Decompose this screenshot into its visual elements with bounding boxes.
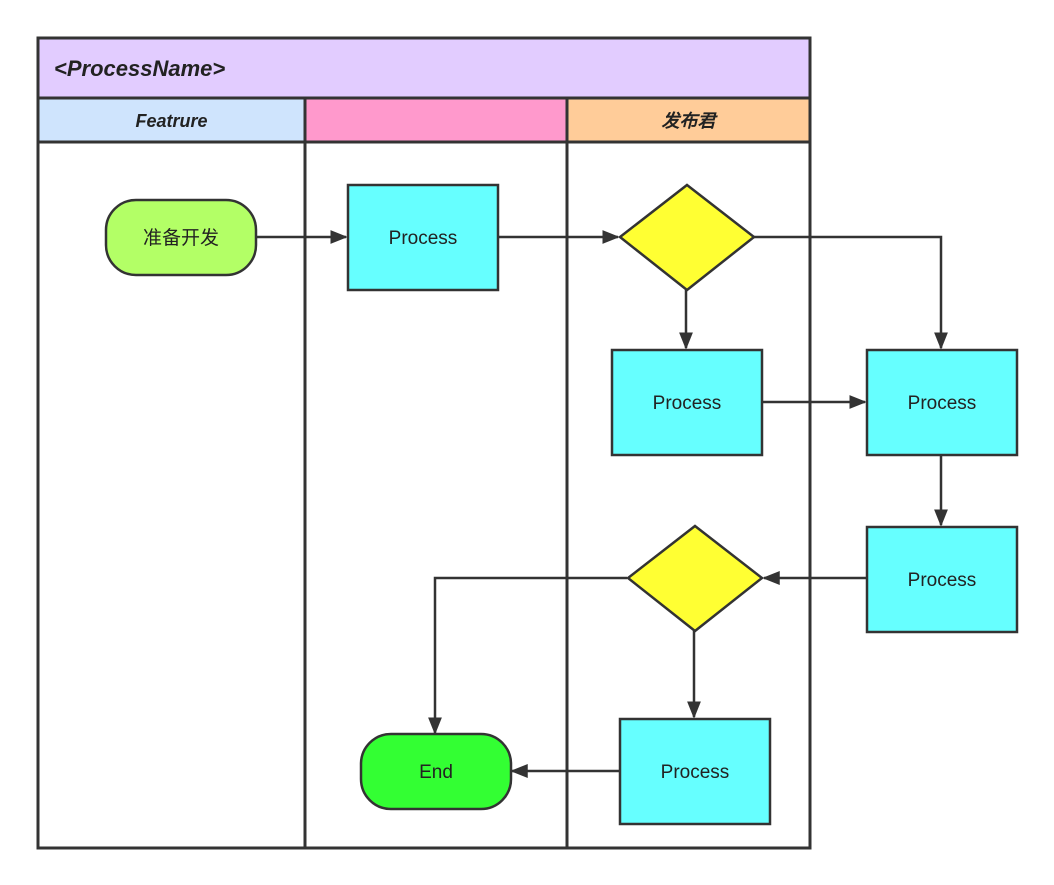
lane-body-publisher xyxy=(565,140,812,850)
end-node-label: End xyxy=(419,762,453,783)
process-node-2[interactable] xyxy=(610,348,764,457)
process-node-2-label: Process xyxy=(653,393,722,414)
decision-node-1[interactable] xyxy=(617,183,757,292)
lane-header-middle xyxy=(303,96,569,144)
decision-node-2[interactable] xyxy=(625,524,765,633)
process-node-4-label: Process xyxy=(908,570,977,591)
process-node-3[interactable] xyxy=(865,348,1019,457)
end-node[interactable] xyxy=(359,732,513,811)
process-node-5-label: Process xyxy=(661,762,730,783)
process-node-3-label: Process xyxy=(908,393,977,414)
process-node-5[interactable] xyxy=(618,717,772,826)
process-title: <ProcessName> xyxy=(54,56,225,81)
process-node-4[interactable] xyxy=(865,525,1019,634)
lane-label-feature: Featrure xyxy=(135,111,207,131)
process-node-1-label: Process xyxy=(389,228,458,249)
process-node-1[interactable] xyxy=(346,183,500,292)
lane-label-publisher: 发布君 xyxy=(662,111,719,131)
title-bar xyxy=(36,36,812,100)
start-node[interactable] xyxy=(104,198,258,277)
edge-decision-1-to-process-3 xyxy=(754,235,948,350)
start-node-label: 准备开发 xyxy=(143,227,219,249)
edge-decision-2-to-end xyxy=(428,576,627,735)
